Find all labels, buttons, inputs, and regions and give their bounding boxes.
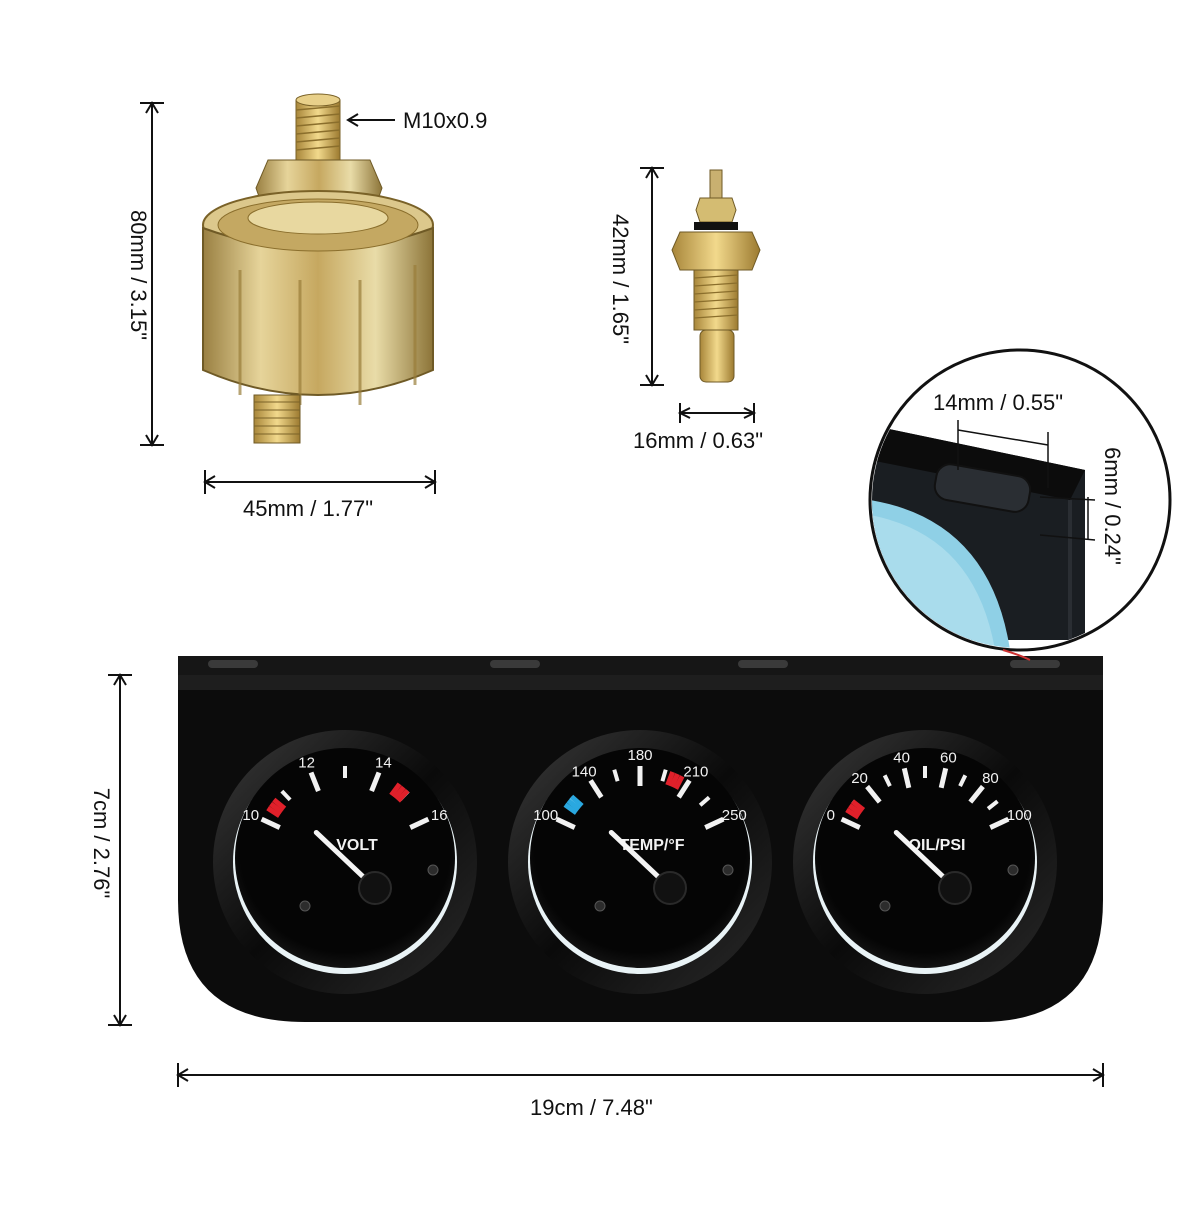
gauge-tick-label: 210 (683, 763, 708, 780)
oil-sender-width-line (203, 470, 437, 494)
temp-sender-height-line (640, 166, 664, 387)
gauge-zone-mark (673, 775, 685, 790)
gauge-needle-hub (358, 871, 392, 905)
gauge-tick (840, 816, 861, 830)
gauge-zone-mark (850, 799, 866, 812)
gauge-screw-icon (879, 900, 891, 912)
temp-sender-width-label: 16mm / 0.63" (633, 428, 764, 453)
gauge-tick-label: 12 (298, 754, 315, 771)
gauge-name-label: VOLT (336, 837, 378, 854)
slot-height-label: 6mm / 0.24" (1100, 447, 1125, 565)
gauge-tick (882, 774, 892, 787)
gauge-screw-icon (1007, 864, 1019, 876)
gauge-tick (901, 767, 912, 789)
gauge-tick-label: 180 (627, 747, 652, 764)
gauge-screw-icon (594, 900, 606, 912)
gauge-tick (938, 767, 949, 789)
gauge-tick (968, 784, 985, 804)
oil-sender-height-label: 80mm / 3.15" (126, 209, 151, 341)
gauge-tick-label: 0 (827, 807, 835, 824)
gauge-screw-icon (299, 900, 311, 912)
gauge-zone-mark (266, 806, 281, 818)
gauge-zone-mark (389, 782, 402, 797)
temp-sender-width-line (677, 403, 757, 423)
panel-height-label: 7cm / 2.76" (89, 787, 114, 899)
gauge-tick (704, 816, 725, 830)
gauge-tick (369, 771, 382, 793)
temperature-sender (671, 169, 761, 383)
gauge-tick-label: 40 (893, 750, 910, 767)
gauge-screw-icon (722, 864, 734, 876)
gauge-zone-mark (847, 803, 863, 816)
panel-width-line (176, 1063, 1105, 1087)
gauge-tick-label: 80 (982, 770, 999, 787)
gauge-zone-mark (392, 785, 406, 800)
thread-size-label: M10x0.9 (403, 108, 488, 133)
gauge-tick (260, 816, 281, 830)
gauge-needle-hub (653, 871, 687, 905)
gauge-zone-mark (569, 794, 584, 808)
gauge-tick (865, 784, 882, 804)
gauge-tick-label: 10 (242, 807, 259, 824)
gauge-zone-mark (396, 788, 410, 803)
gauge-screw-icon (427, 864, 439, 876)
gauge-tick (660, 769, 668, 782)
gauge-zone-mark (272, 797, 287, 811)
gauge-tick-label: 14 (375, 754, 392, 771)
gauge-tick-label: 16 (431, 807, 448, 824)
gauge-tick (989, 816, 1010, 830)
gauge-zone-mark (669, 772, 680, 788)
gauge-tick (588, 779, 604, 799)
panel-height-line (108, 673, 132, 1027)
thread-pointer-arrow (346, 113, 395, 127)
gauge-zone-mark (563, 802, 578, 815)
gauge-tick-label: 140 (572, 763, 597, 780)
gauge-tick (676, 779, 692, 799)
gauge-zone-mark (665, 771, 676, 786)
gauge-zone-mark (566, 798, 581, 812)
gauge-zone-mark (269, 801, 284, 815)
oil-sender-width-label: 45mm / 1.77" (243, 496, 374, 521)
gauge-tick-label: 100 (533, 807, 558, 824)
gauge-tick (409, 816, 430, 830)
gauge-tick (698, 795, 711, 807)
gauge-tick (308, 771, 321, 793)
gauge-tick-label: 250 (722, 807, 747, 824)
panel-width-label: 19cm / 7.48" (530, 1095, 653, 1120)
gauge-tick-label: 20 (851, 770, 868, 787)
slot-width-label: 14mm / 0.55" (933, 390, 1064, 415)
gauge-tick (986, 799, 999, 811)
gauge-tick (612, 769, 620, 782)
gauge-tick-label: 100 (1007, 807, 1032, 824)
gauge-tick (555, 816, 576, 830)
gauge-name-label: OIL/PSI (909, 837, 966, 854)
temp-sender-height-label: 42mm / 1.65" (608, 213, 633, 345)
oil-sender-height-line (140, 101, 164, 447)
gauge-tick (280, 789, 292, 802)
oil-pressure-sender (202, 93, 434, 444)
gauge-needle-hub (938, 871, 972, 905)
gauge-zone-mark (845, 807, 860, 820)
gauge-tick-label: 60 (940, 750, 957, 767)
gauge-name-label: TEMP/°F (619, 837, 684, 854)
gauge-tick (958, 774, 968, 787)
